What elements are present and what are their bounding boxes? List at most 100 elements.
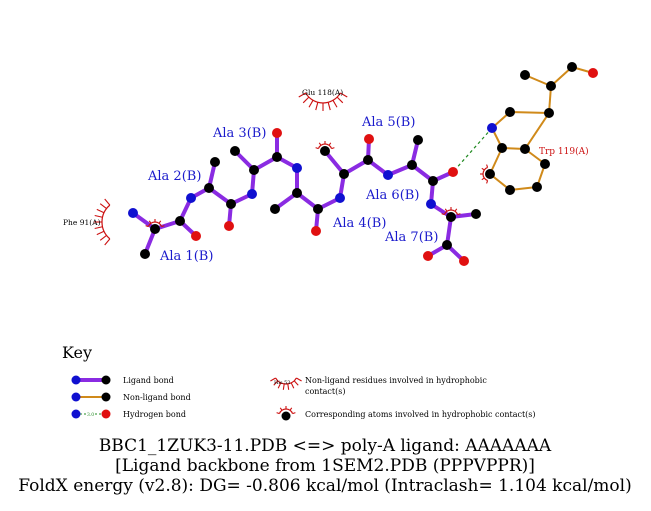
atom-c-w1: [520, 70, 530, 80]
atom-c-w8: [497, 143, 507, 153]
key-atom-arc-shape: [276, 406, 296, 415]
key-arc-shape: [270, 377, 302, 390]
atom-c-w3: [567, 62, 577, 72]
atom-c-a3c: [272, 152, 282, 162]
residue-label-ala6: Ala 6(B): [365, 188, 419, 203]
atom-c-w10: [540, 159, 550, 169]
atom-c-a2ca: [204, 183, 214, 193]
atom-n-a7n: [426, 199, 436, 209]
atom-c-a6ca: [407, 160, 417, 170]
atoms-layer: [128, 62, 598, 266]
key-corresponding-atoms-label: Corresponding atoms involved in hydropho…: [305, 410, 536, 419]
atom-c-a1cb: [140, 249, 150, 259]
key-nonligand-bond-c-atom: [101, 392, 111, 402]
atom-o-a2o: [224, 221, 234, 231]
atom-n-a2n: [186, 193, 196, 203]
key-hydrophobic-label-line2: contact(s): [305, 387, 345, 396]
key-hydrophobic-label-line1: Non-ligand residues involved in hydropho…: [305, 376, 487, 385]
atom-o-a6o: [448, 167, 458, 177]
atom-c-a6cb: [413, 135, 423, 145]
atom-o-a7o2: [459, 256, 469, 266]
key-hbond-o-atom: [101, 409, 111, 419]
atom-c-a4ca: [292, 188, 302, 198]
atom-c-w6: [505, 107, 515, 117]
atom-c-a1ca: [150, 224, 160, 234]
atom-c-a4c: [313, 204, 323, 214]
atom-c-a7cb: [471, 209, 481, 219]
atom-o-a4o: [311, 226, 321, 236]
key-corresponding-atom-dot: [281, 411, 291, 421]
key-hbond-n-atom: [71, 409, 81, 419]
hydrogen-bond-trp119-ala6: [452, 127, 493, 173]
key-legend: Key Ligand bond Non-ligand bond 3.0 Hydr…: [62, 343, 536, 421]
atom-o-w4: [588, 68, 598, 78]
atom-c-a7c: [442, 240, 452, 250]
key-hbond-length: 3.0: [87, 412, 94, 418]
key-corresponding-atom-icon: [276, 406, 296, 415]
atom-c-a6c: [428, 176, 438, 186]
key-nonligand-bond-n-atom: [71, 392, 81, 402]
atom-o-a7o1: [423, 251, 433, 261]
bonds-layer: [131, 66, 594, 263]
atom-c-a3ca: [249, 165, 259, 175]
contact-labels: Phe 91(A) Glu 118(A) Trp 119(A): [63, 88, 589, 227]
atom-o-a1o: [191, 231, 201, 241]
atom-contact-arc-a1ca: [145, 219, 165, 228]
caption: BBC1_1ZUK3-11.PDB <=> poly-A ligand: AAA…: [18, 436, 631, 496]
key-nonligand-bond-label: Non-ligand bond: [123, 393, 191, 402]
atom-n-w9: [487, 123, 497, 133]
atom-c-a5cb: [320, 146, 330, 156]
atom-c-a5c: [363, 155, 373, 165]
atom-n-a4n: [292, 163, 302, 173]
key-ligand-bond-c-atom: [101, 375, 111, 385]
atom-contact-arc-trp-w13: [480, 164, 489, 184]
atom-contact-arc-a7ca: [441, 207, 461, 216]
atom-c-a5ca: [339, 169, 349, 179]
key-ligand-bond-n-atom: [71, 375, 81, 385]
residue-label-ala1: Ala 1(B): [159, 249, 213, 264]
key-hydrophobic-arc-icon: [270, 377, 302, 390]
atom-n-a3n: [247, 189, 257, 199]
atom-c-a2c: [226, 199, 236, 209]
residue-label-ala3: Ala 3(B): [212, 126, 266, 141]
key-ligand-bond-label: Ligand bond: [123, 376, 174, 385]
residue-label-ala2: Ala 2(B): [147, 169, 201, 184]
atom-c-w13: [485, 169, 495, 179]
atom-o-a3o: [272, 128, 282, 138]
contact-label-trp119: Trp 119(A): [539, 146, 589, 157]
residue-label-ala4: Ala 4(B): [332, 216, 386, 231]
hydrophobic-arcs-layer: [94, 92, 489, 246]
atom-c-w12: [505, 185, 515, 195]
atom-c-w2: [546, 81, 556, 91]
atom-contact-arc-a5cb: [315, 141, 335, 150]
atom-c-a4cb: [270, 204, 280, 214]
atom-c-a1c: [175, 216, 185, 226]
hydrogen-bonds-layer: [452, 127, 493, 173]
atom-c-w7: [520, 144, 530, 154]
nonligand-bond-w5-w6: [509, 111, 550, 114]
atom-c-a3cb: [230, 146, 240, 156]
hydrophobic-arc-glu118: [298, 92, 348, 111]
atom-o-a5o: [364, 134, 374, 144]
residue-label-ala7: Ala 7(B): [384, 230, 438, 245]
atom-n-a5n: [335, 193, 345, 203]
key-example-residue: His 53: [274, 380, 290, 386]
residue-label-ala5: Ala 5(B): [361, 115, 415, 130]
atom-c-a2cb: [210, 157, 220, 167]
atom-n-a6n: [383, 170, 393, 180]
caption-line1: BBC1_1ZUK3-11.PDB <=> poly-A ligand: AAA…: [99, 436, 552, 456]
atom-c-a7ca: [446, 212, 456, 222]
atom-c-w11: [532, 182, 542, 192]
atom-n-a1n: [128, 208, 138, 218]
atom-c-w5: [544, 108, 554, 118]
contact-label-phe91: Phe 91(A): [63, 218, 101, 227]
hydrophobic-arc-phe91: [94, 198, 111, 246]
caption-line2: [Ligand backbone from 1SEM2.PDB (PPPVPPR…: [115, 456, 535, 476]
nonligand-bond-w7-w5: [524, 112, 550, 150]
contact-label-glu118: Glu 118(A): [302, 88, 343, 97]
key-title: Key: [62, 343, 92, 362]
key-hydrogen-bond-label: Hydrogen bond: [123, 410, 186, 419]
caption-line3: FoldX energy (v2.8): DG= -0.806 kcal/mol…: [18, 476, 631, 496]
residue-labels: Ala 1(B) Ala 2(B) Ala 3(B) Ala 4(B) Ala …: [147, 115, 438, 264]
